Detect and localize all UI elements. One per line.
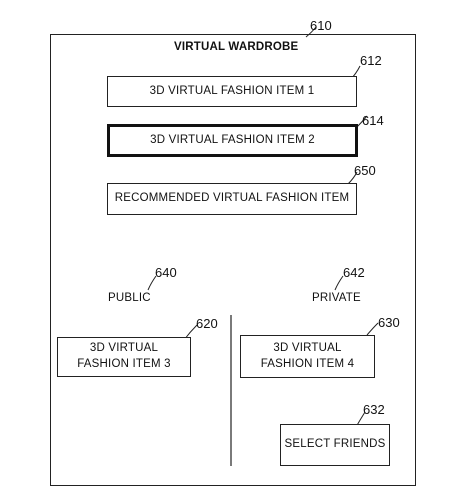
ref-640: 640 xyxy=(155,265,177,280)
wardrobe-frame xyxy=(50,34,416,486)
ref-650: 650 xyxy=(354,163,376,178)
wardrobe-title: VIRTUAL WARDROBE xyxy=(174,41,299,53)
fashion-item-2-label: 3D VIRTUAL FASHION ITEM 2 xyxy=(150,133,315,146)
fashion-item-1[interactable]: 3D VIRTUAL FASHION ITEM 1 xyxy=(107,76,357,107)
public-label: PUBLIC xyxy=(108,292,151,304)
select-friends-label: SELECT FRIENDS xyxy=(284,438,386,451)
leader-640 xyxy=(147,275,157,291)
leader-630 xyxy=(366,322,379,336)
fashion-item-3-label: 3D VIRTUAL FASHION ITEM 3 xyxy=(77,342,171,370)
fashion-item-2[interactable]: 3D VIRTUAL FASHION ITEM 2 xyxy=(107,124,358,157)
recommended-fashion-item-label: RECOMMENDED VIRTUAL FASHION ITEM xyxy=(114,192,350,205)
leader-610 xyxy=(305,26,317,38)
leader-642 xyxy=(334,275,344,291)
ref-620: 620 xyxy=(196,316,218,331)
ref-642: 642 xyxy=(343,265,365,280)
select-friends-button[interactable]: SELECT FRIENDS xyxy=(280,424,390,466)
fashion-item-1-label: 3D VIRTUAL FASHION ITEM 1 xyxy=(149,84,315,97)
ref-630: 630 xyxy=(378,315,400,330)
fashion-item-4[interactable]: 3D VIRTUAL FASHION ITEM 4 xyxy=(240,335,375,378)
fashion-item-4-label: 3D VIRTUAL FASHION ITEM 4 xyxy=(260,341,355,370)
ref-632: 632 xyxy=(363,402,385,417)
private-label: PRIVATE xyxy=(312,292,361,304)
ref-612: 612 xyxy=(360,53,382,68)
ref-610: 610 xyxy=(310,18,332,33)
fashion-item-3[interactable]: 3D VIRTUAL FASHION ITEM 3 xyxy=(57,337,191,377)
leader-650 xyxy=(347,171,358,185)
ref-614: 614 xyxy=(362,113,384,128)
recommended-fashion-item[interactable]: RECOMMENDED VIRTUAL FASHION ITEM xyxy=(107,183,357,215)
